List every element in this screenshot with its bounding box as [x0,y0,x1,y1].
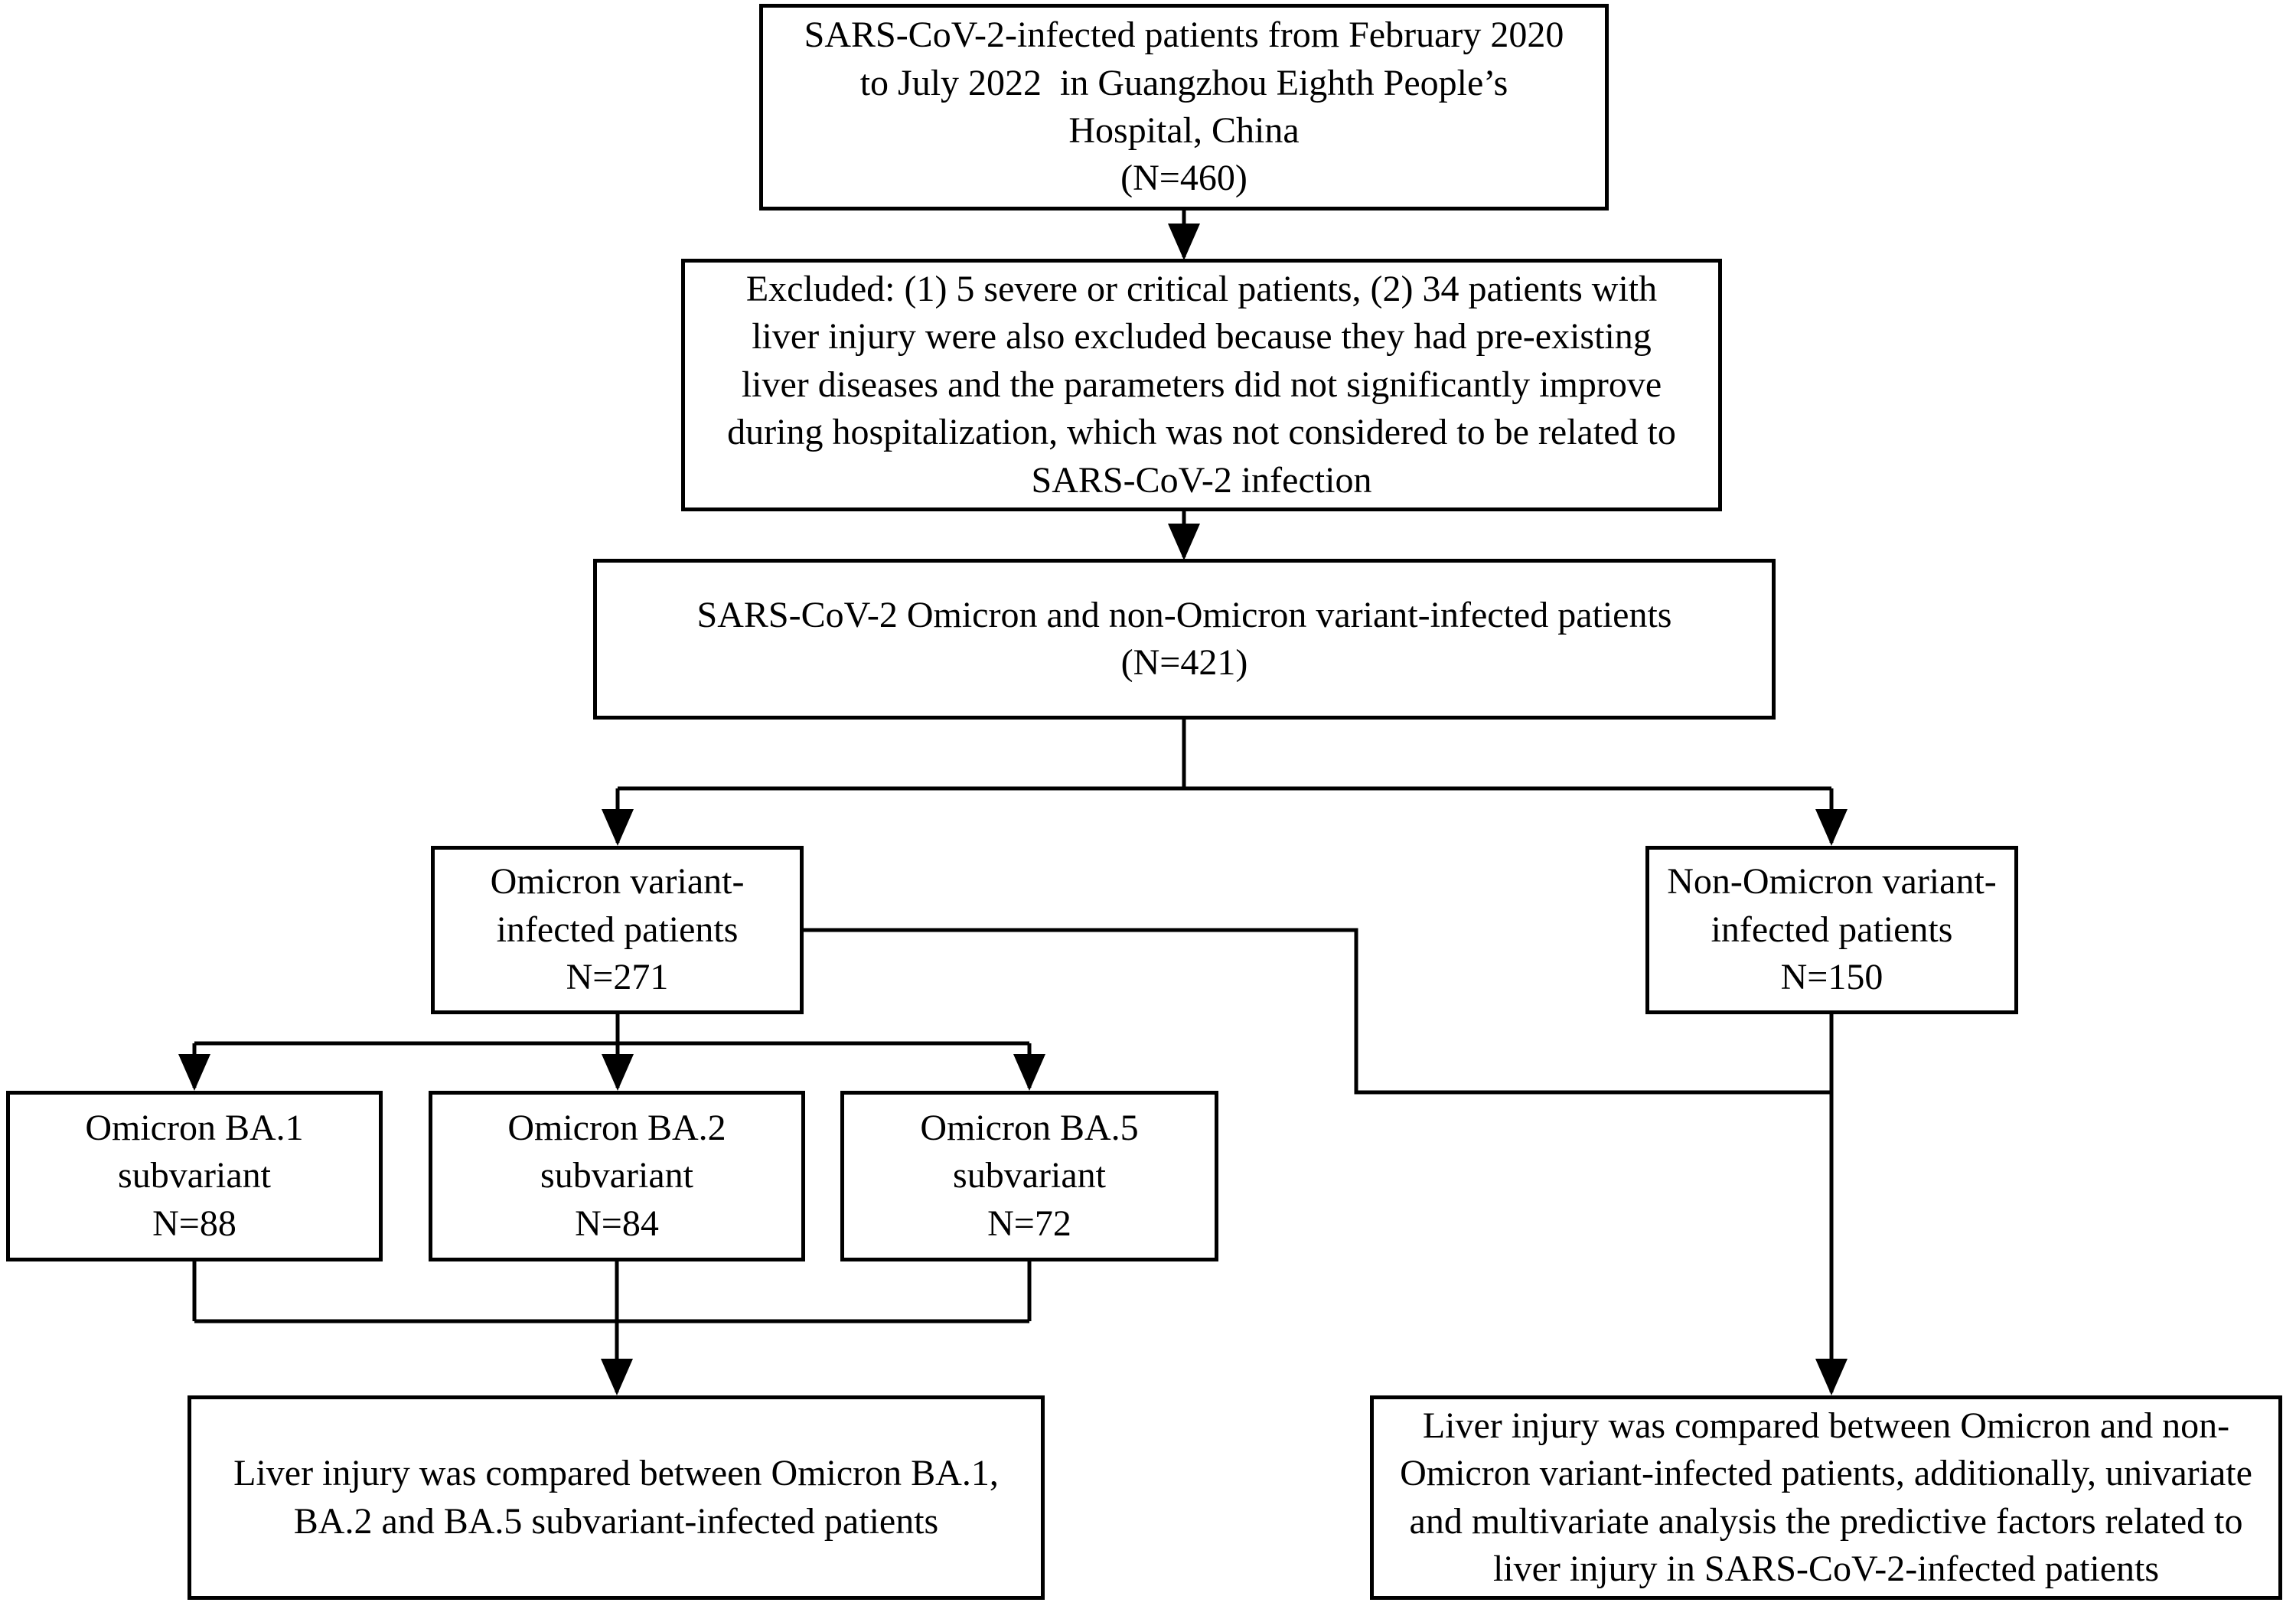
connector-nonomicron-to-comparison [1815,1014,1848,1395]
connector-line [192,1261,1032,1392]
box-compare-variants-text: Liver injury was compared between Omicro… [1400,1405,2252,1589]
box-compare-variants: Liver injury was compared between Omicro… [1370,1395,2282,1600]
arrowhead-down-icon [1168,224,1200,260]
arrowhead-down-icon [1815,809,1848,846]
connector-line [615,720,1834,843]
arrowhead-down-icon [602,809,634,846]
arrowhead-down-icon [1013,1054,1045,1091]
connector-excluded-to-cohort [1168,511,1200,560]
box-ba1-text: Omicron BA.1 subvariant N=88 [85,1107,304,1244]
connector-omicron-to-nonomicron-line [804,928,1831,1095]
connector-line [804,928,1831,1095]
box-compare-subvariants: Liver injury was compared between Omicro… [188,1395,1045,1600]
box-enrollment-text: SARS-CoV-2-infected patients from Februa… [804,15,1564,199]
arrowhead-down-icon [178,1054,210,1091]
arrowhead-down-icon [1815,1359,1848,1395]
box-omicron-text: Omicron variant- infected patients N=271 [490,861,745,998]
connector-subvariants-merge [192,1261,1032,1395]
arrowhead-down-icon [601,1359,633,1395]
box-non-omicron-text: Non-Omicron variant- infected patients N… [1667,861,1997,998]
box-omicron: Omicron variant- infected patients N=271 [431,846,804,1014]
connector-cohort-split [602,720,1848,846]
arrowhead-down-icon [602,1054,634,1091]
arrowhead-down-icon [1168,524,1200,560]
box-cohort: SARS-CoV-2 Omicron and non-Omicron varia… [593,559,1776,720]
box-excluded: Excluded: (1) 5 severe or critical patie… [681,259,1722,511]
box-ba5: Omicron BA.5 subvariant N=72 [840,1091,1218,1261]
connector-enrollment-to-excluded [1168,211,1200,260]
box-ba1: Omicron BA.1 subvariant N=88 [6,1091,383,1261]
box-compare-subvariants-text: Liver injury was compared between Omicro… [233,1453,999,1542]
box-ba5-text: Omicron BA.5 subvariant N=72 [920,1107,1139,1244]
box-cohort-text: SARS-CoV-2 Omicron and non-Omicron varia… [696,594,1672,683]
box-ba2: Omicron BA.2 subvariant N=84 [429,1091,805,1261]
box-non-omicron: Non-Omicron variant- infected patients N… [1645,846,2018,1014]
connector-omicron-split [178,1014,1045,1091]
box-enrollment: SARS-CoV-2-infected patients from Februa… [759,4,1609,211]
box-ba2-text: Omicron BA.2 subvariant N=84 [507,1107,726,1244]
box-excluded-text: Excluded: (1) 5 severe or critical patie… [727,269,1676,501]
